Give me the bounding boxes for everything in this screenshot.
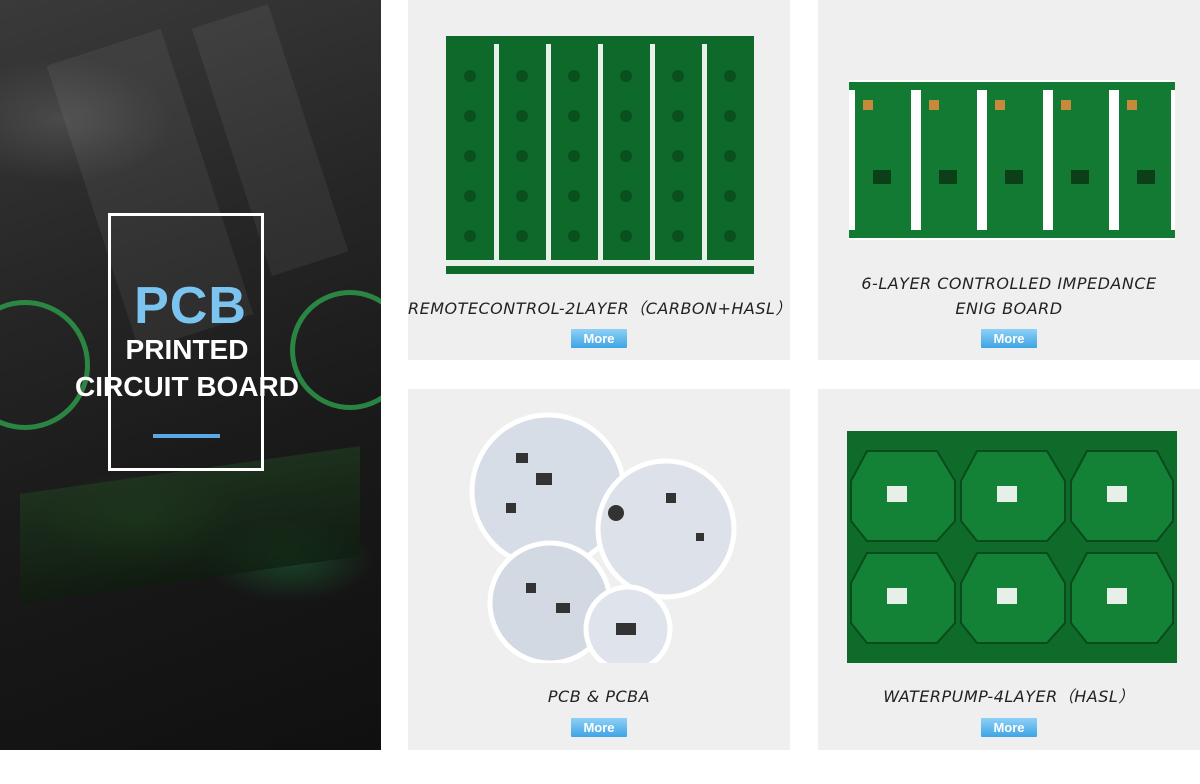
product-title-line1: 6-LAYER CONTROLLED IMPEDANCE xyxy=(861,274,1157,293)
hero-pcb-heading: PCB xyxy=(134,277,247,335)
product-card-waterpump[interactable]: WATERPUMP-4LAYER（HASL） More xyxy=(818,389,1200,750)
product-title-line2: ENIG BOARD xyxy=(955,299,1063,318)
more-button[interactable]: More xyxy=(571,718,627,737)
hero-cable xyxy=(290,290,381,410)
product-title: PCB & PCBA xyxy=(547,687,651,706)
hero-banner: PCB PRINTED CIRCUIT BOARD xyxy=(0,0,381,750)
product-title: 6-LAYER CONTROLLED IMPEDANCE ENIG BOARD xyxy=(818,271,1200,321)
product-image-waterpump xyxy=(847,431,1177,663)
product-card-remotecontrol[interactable]: REMOTECONTROL-2LAYER（CARBON+HASL） More xyxy=(408,0,792,360)
product-image-pcba xyxy=(469,412,737,663)
more-button[interactable]: More xyxy=(981,329,1037,348)
product-title: REMOTECONTROL-2LAYER（CARBON+HASL） xyxy=(408,299,792,318)
hero-line-circuit-board: CIRCUIT BOARD xyxy=(75,371,299,402)
product-card-pcb-pcba[interactable]: PCB & PCBA More xyxy=(408,389,790,750)
more-button[interactable]: More xyxy=(981,718,1037,737)
hero-line-printed: PRINTED xyxy=(125,334,249,365)
hero-frame xyxy=(108,213,264,471)
product-image-remotecontrol xyxy=(446,36,754,274)
hero-accent-line xyxy=(153,434,220,438)
more-button[interactable]: More xyxy=(571,329,627,348)
product-title: WATERPUMP-4LAYER（HASL） xyxy=(883,687,1135,706)
product-image-6layer xyxy=(849,80,1175,240)
product-card-6layer-impedance[interactable]: 6-LAYER CONTROLLED IMPEDANCE ENIG BOARD … xyxy=(818,0,1200,360)
